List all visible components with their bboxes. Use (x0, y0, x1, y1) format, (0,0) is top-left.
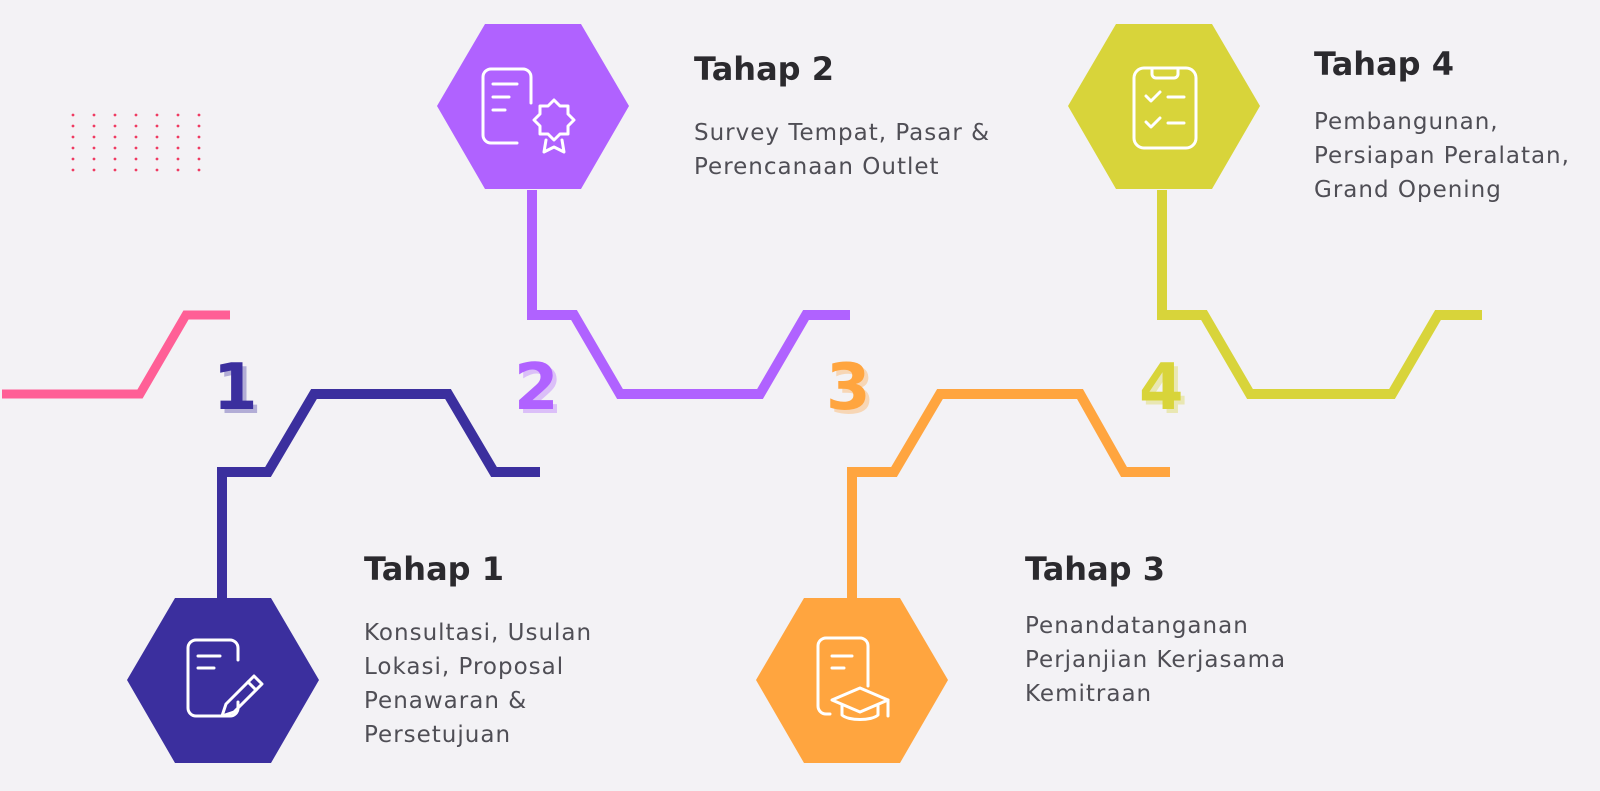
decoration-dot (197, 113, 201, 117)
decoration-dot (113, 124, 117, 128)
decoration-dot (113, 157, 117, 161)
certificate-icon (481, 67, 576, 154)
step3-hexagon (756, 598, 948, 763)
step1-number-shadow: 1 (217, 355, 262, 429)
decoration-dot (134, 135, 138, 139)
decoration-dot (92, 113, 96, 117)
step2-hexagon (437, 24, 629, 189)
step4-title: Tahap 4 (1314, 45, 1454, 83)
decoration-dot (92, 135, 96, 139)
decoration-dot (155, 113, 159, 117)
decoration-dot (197, 135, 201, 139)
step3-description: Penandatanganan Perjanjian Kerjasama Kem… (1025, 609, 1286, 711)
step1-description-line: Lokasi, Proposal (364, 654, 565, 680)
step4-description-line: Persiapan Peralatan, (1314, 143, 1570, 169)
step4-hexagon (1068, 24, 1260, 189)
decoration-dot (113, 168, 117, 172)
step2-number: 2 (514, 351, 559, 425)
step2-description-line: Perencanaan Outlet (694, 154, 940, 180)
decoration-dot (134, 168, 138, 172)
step4-description: Pembangunan, Persiapan Peralatan, Grand … (1314, 105, 1570, 207)
step3-title: Tahap 3 (1025, 550, 1165, 588)
dot-grid-decoration (71, 113, 201, 172)
step2-connector-line (527, 190, 850, 399)
step2-description: Survey Tempat, Pasar & Perencanaan Outle… (694, 116, 990, 184)
decoration-dot (134, 146, 138, 150)
decoration-dot (71, 124, 75, 128)
step2-number-shadow: 2 (518, 355, 563, 429)
step1-connector-line (217, 389, 540, 600)
decoration-dot (71, 146, 75, 150)
decoration-dot (155, 135, 159, 139)
step1-description: Konsultasi, Usulan Lokasi, Proposal Pena… (364, 616, 592, 752)
decoration-dot (197, 168, 201, 172)
step3-description-line: Perjanjian Kerjasama (1025, 647, 1287, 673)
decoration-dot (176, 146, 180, 150)
graduation-document-icon (816, 636, 890, 721)
decoration-dot (155, 157, 159, 161)
decoration-dot (92, 168, 96, 172)
step3-connector-line (847, 389, 1170, 600)
intro-connector-line (2, 310, 230, 399)
step1-title: Tahap 1 (364, 550, 504, 588)
step1-number: 1 (213, 351, 258, 425)
decoration-dot (71, 135, 75, 139)
decoration-dot (71, 157, 75, 161)
decoration-dot (134, 124, 138, 128)
decoration-dot (197, 157, 201, 161)
decoration-dot (197, 124, 201, 128)
step3-description-line: Penandatanganan (1025, 613, 1249, 639)
decoration-dot (155, 168, 159, 172)
step3-number: 3 (826, 351, 871, 425)
decoration-dot (176, 124, 180, 128)
step1-description-line: Penawaran & (364, 688, 528, 714)
decoration-dot (92, 146, 96, 150)
step1-description-line: Konsultasi, Usulan (364, 620, 593, 646)
step2-description-line: Survey Tempat, Pasar & (694, 120, 991, 146)
step4-description-line: Grand Opening (1314, 177, 1502, 203)
decoration-dot (113, 135, 117, 139)
decoration-dot (176, 157, 180, 161)
decoration-dot (92, 157, 96, 161)
checklist-clipboard-icon (1132, 66, 1198, 150)
decoration-dot (71, 113, 75, 117)
document-pen-icon (186, 638, 264, 718)
decoration-dot (155, 124, 159, 128)
decoration-dot (113, 113, 117, 117)
step4-number: 4 (1139, 351, 1184, 425)
step4-description-line: Pembangunan, (1314, 109, 1499, 135)
step3-number-shadow: 3 (830, 355, 875, 429)
step4-connector-line (1157, 190, 1482, 399)
decoration-dot (197, 146, 201, 150)
decoration-dot (113, 146, 117, 150)
step2-title: Tahap 2 (694, 50, 834, 88)
step3-description-line: Kemitraan (1025, 681, 1153, 707)
decoration-dot (155, 146, 159, 150)
decoration-dot (176, 168, 180, 172)
decoration-dot (176, 113, 180, 117)
decoration-dot (92, 124, 96, 128)
decoration-dot (134, 113, 138, 117)
decoration-dot (71, 168, 75, 172)
step1-hexagon (127, 598, 319, 763)
decoration-dot (134, 157, 138, 161)
step4-number-shadow: 4 (1143, 355, 1188, 429)
step1-description-line: Persetujuan (364, 722, 512, 748)
decoration-dot (176, 135, 180, 139)
